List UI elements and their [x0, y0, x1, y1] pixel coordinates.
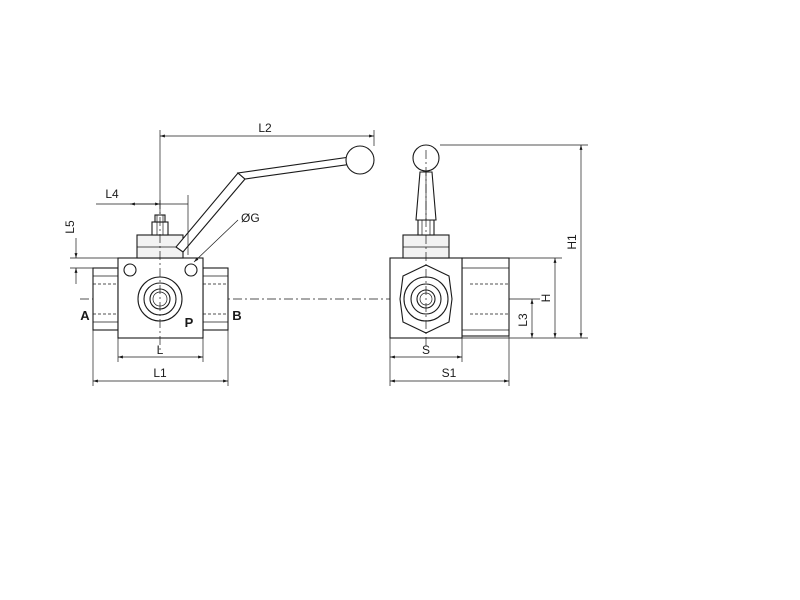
label-l5: L5 — [63, 220, 77, 234]
label-l: L — [157, 343, 164, 357]
port-a-body — [92, 267, 119, 331]
label-h1: H1 — [565, 234, 579, 250]
dimension-s1: S1 — [390, 336, 510, 386]
label-l2: L2 — [258, 121, 272, 135]
dimension-og: ØG — [193, 211, 260, 263]
label-s1: S1 — [442, 366, 457, 380]
port-label-b: B — [232, 308, 241, 323]
label-s: S — [422, 343, 430, 357]
mounting-hole-left — [123, 263, 137, 277]
side-port-body — [461, 257, 510, 337]
dimension-l1: L1 — [92, 330, 229, 386]
port-b-body — [202, 267, 229, 331]
dimension-l: L — [117, 338, 204, 362]
label-h: H — [539, 294, 553, 303]
dimension-h: H — [462, 257, 562, 338]
dimension-l3: L3 — [509, 298, 540, 338]
dimension-s: S — [389, 338, 463, 386]
dimension-l4: L4 — [96, 187, 189, 255]
label-l4: L4 — [105, 187, 119, 201]
side-view: H1 H L3 S S1 — [389, 144, 588, 386]
handle-lever — [175, 145, 375, 253]
label-og: ØG — [241, 211, 260, 225]
port-label-p: P — [185, 315, 194, 330]
port-label-a: A — [80, 308, 90, 323]
label-l1: L1 — [153, 366, 167, 380]
dimension-h1: H1 — [440, 144, 588, 339]
dimension-l2: L2 — [159, 121, 375, 214]
front-view: L2 L4 ØG L5 L — [63, 121, 375, 386]
label-l3: L3 — [516, 313, 530, 327]
mounting-hole-right — [184, 263, 198, 277]
dimension-l5: L5 — [63, 220, 118, 284]
